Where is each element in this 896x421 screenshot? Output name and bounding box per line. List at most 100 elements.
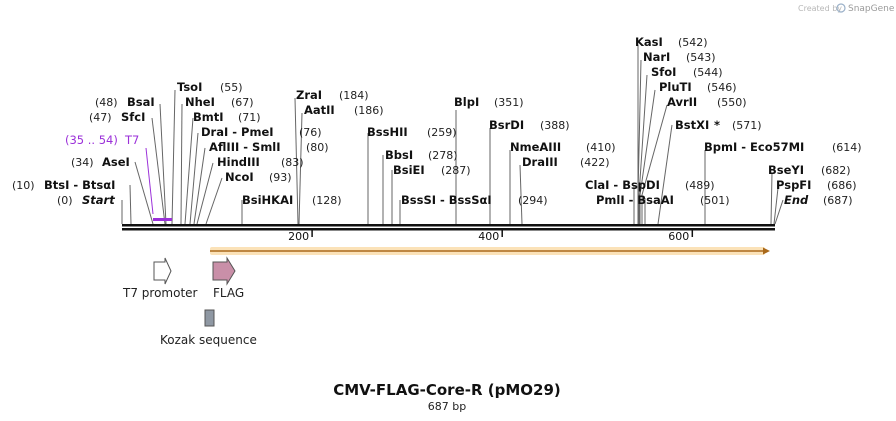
site-PmlI-BsaAI[interactable]: PmlI - BsaAI (501)	[596, 193, 730, 207]
site-Start[interactable]: (0) Start	[57, 193, 115, 207]
watermark-brand: SnapGene	[848, 4, 895, 14]
svg-text:(80): (80)	[306, 141, 329, 154]
site-BsiHKAI[interactable]: BsiHKAI (128)	[242, 193, 342, 207]
site-leader-lines	[121, 45, 784, 225]
svg-text:(83): (83)	[281, 156, 304, 169]
site-AvrII[interactable]: AvrII (550)	[667, 95, 747, 109]
site-BlpI[interactable]: BlpI (351)	[454, 95, 524, 109]
svg-text:(501): (501)	[700, 194, 730, 207]
svg-text:NarI: NarI	[643, 50, 670, 64]
primer-T7[interactable]: (35 .. 54) T7	[65, 133, 172, 221]
svg-text:(55): (55)	[220, 81, 243, 94]
svg-text:(67): (67)	[231, 96, 254, 109]
svg-text:(48): (48)	[95, 96, 118, 109]
svg-text:Start: Start	[82, 193, 115, 207]
svg-text:(294): (294)	[518, 194, 548, 207]
svg-text:(35 .. 54): (35 .. 54)	[65, 133, 118, 147]
svg-text:BsiEI: BsiEI	[393, 163, 425, 177]
svg-text:BsaI: BsaI	[127, 95, 155, 109]
site-BstXI[interactable]: BstXI * (571)	[675, 118, 762, 132]
site-End[interactable]: End (687)	[784, 193, 853, 207]
site-BbsI[interactable]: BbsI (278)	[385, 148, 458, 162]
svg-text:(422): (422)	[580, 156, 610, 169]
svg-text:(687): (687)	[823, 194, 853, 207]
svg-text:(542): (542)	[678, 36, 708, 49]
promoter-arrow-icon	[153, 257, 172, 285]
svg-text:(410): (410)	[586, 141, 616, 154]
svg-text:(489): (489)	[685, 179, 715, 192]
site-DraIII[interactable]: DraIII (422)	[522, 155, 610, 169]
kozak-box-icon	[204, 309, 215, 327]
site-HindIII[interactable]: HindIII (83)	[217, 155, 304, 169]
svg-text:BseYI: BseYI	[768, 163, 804, 177]
site-NmeAIII[interactable]: NmeAIII (410)	[510, 140, 616, 154]
svg-text:AseI: AseI	[102, 155, 130, 169]
ruler-tick-label-400: 400	[478, 230, 499, 243]
svg-text:SfoI: SfoI	[651, 65, 676, 79]
svg-text:DraIII: DraIII	[522, 155, 558, 169]
svg-text:(47): (47)	[89, 111, 112, 124]
site-NcoI[interactable]: NcoI (93)	[225, 170, 292, 184]
feature-Kozak[interactable]: Kozak sequence	[160, 309, 257, 347]
site-ClaI-BspDI[interactable]: ClaI - BspDI (489)	[585, 178, 715, 192]
snapgene-logo-icon	[836, 3, 846, 13]
plasmid-title: CMV-FLAG-Core-R (pMO29)	[333, 381, 561, 399]
svg-text:AatII: AatII	[304, 103, 335, 117]
svg-text:(686): (686)	[827, 179, 857, 192]
site-BsrDI[interactable]: BsrDI (388)	[489, 118, 570, 132]
svg-text:PspFI: PspFI	[776, 178, 811, 192]
site-TsoI[interactable]: TsoI (55)	[177, 80, 243, 94]
svg-text:(351): (351)	[494, 96, 524, 109]
svg-text:(543): (543)	[686, 51, 716, 64]
svg-text:(571): (571)	[732, 119, 762, 132]
site-BseYI[interactable]: BseYI (682)	[768, 163, 851, 177]
svg-text:BsiHKAI: BsiHKAI	[242, 193, 293, 207]
site-PspFI[interactable]: PspFI (686)	[776, 178, 857, 192]
svg-text:Kozak sequence: Kozak sequence	[160, 333, 257, 347]
orf-arrow[interactable]	[210, 247, 770, 255]
site-AatII[interactable]: AatII (186)	[304, 103, 384, 117]
svg-text:KasI: KasI	[635, 35, 663, 49]
site-BmtI[interactable]: BmtI (71)	[193, 110, 261, 124]
watermark-created-by: Created by	[798, 4, 842, 13]
svg-text:NcoI: NcoI	[225, 170, 254, 184]
feature-FLAG[interactable]: FLAG	[212, 256, 244, 300]
site-BsiEI[interactable]: BsiEI (287)	[393, 163, 471, 177]
svg-text:(128): (128)	[312, 194, 342, 207]
svg-text:DraI - PmeI: DraI - PmeI	[201, 125, 274, 139]
svg-text:BmtI: BmtI	[193, 110, 224, 124]
svg-text:(76): (76)	[299, 126, 322, 139]
svg-text:*: *	[714, 118, 720, 132]
site-DraI-PmeI[interactable]: DraI - PmeI (76)	[201, 125, 322, 139]
site-KasI[interactable]: KasI (542)	[635, 35, 708, 49]
site-BtsI-BtsaI[interactable]: (10) BtsI - BtsαI	[12, 178, 115, 192]
svg-text:T7 promoter: T7 promoter	[122, 286, 198, 300]
site-BpmI-Eco57MI[interactable]: BpmI - Eco57MI (614)	[704, 140, 862, 154]
svg-text:BssSI - BssSαI: BssSI - BssSαI	[401, 193, 492, 207]
site-ZraI[interactable]: ZraI (184)	[296, 88, 369, 102]
site-NheI[interactable]: NheI (67)	[185, 95, 254, 109]
svg-text:BssHII: BssHII	[367, 125, 408, 139]
svg-text:BsrDI: BsrDI	[489, 118, 524, 132]
site-BssSI-BssSaI[interactable]: BssSI - BssSαI (294)	[401, 193, 548, 207]
site-BsaI[interactable]: (48) BsaI	[95, 95, 155, 109]
svg-text:SfcI: SfcI	[121, 110, 145, 124]
snapgene-watermark: Created by SnapGene	[798, 3, 895, 14]
svg-text:PluTI: PluTI	[659, 80, 692, 94]
site-SfoI[interactable]: SfoI (544)	[651, 65, 723, 79]
site-PluTI[interactable]: PluTI (546)	[659, 80, 737, 94]
site-SfcI[interactable]: (47) SfcI	[89, 110, 145, 124]
site-NarI[interactable]: NarI (543)	[643, 50, 716, 64]
site-AflIII-SmlI[interactable]: AflIII - SmlI (80)	[209, 140, 329, 154]
svg-text:(550): (550)	[717, 96, 747, 109]
svg-text:(71): (71)	[238, 111, 261, 124]
site-BssHII[interactable]: BssHII (259)	[367, 125, 457, 139]
svg-text:(544): (544)	[693, 66, 723, 79]
primer-leader-line	[145, 147, 154, 215]
feature-T7-promoter[interactable]: T7 promoter	[122, 257, 198, 300]
svg-text:(184): (184)	[339, 89, 369, 102]
svg-text:T7: T7	[124, 133, 139, 147]
svg-text:(682): (682)	[821, 164, 851, 177]
site-AseI[interactable]: (34) AseI	[71, 155, 130, 169]
